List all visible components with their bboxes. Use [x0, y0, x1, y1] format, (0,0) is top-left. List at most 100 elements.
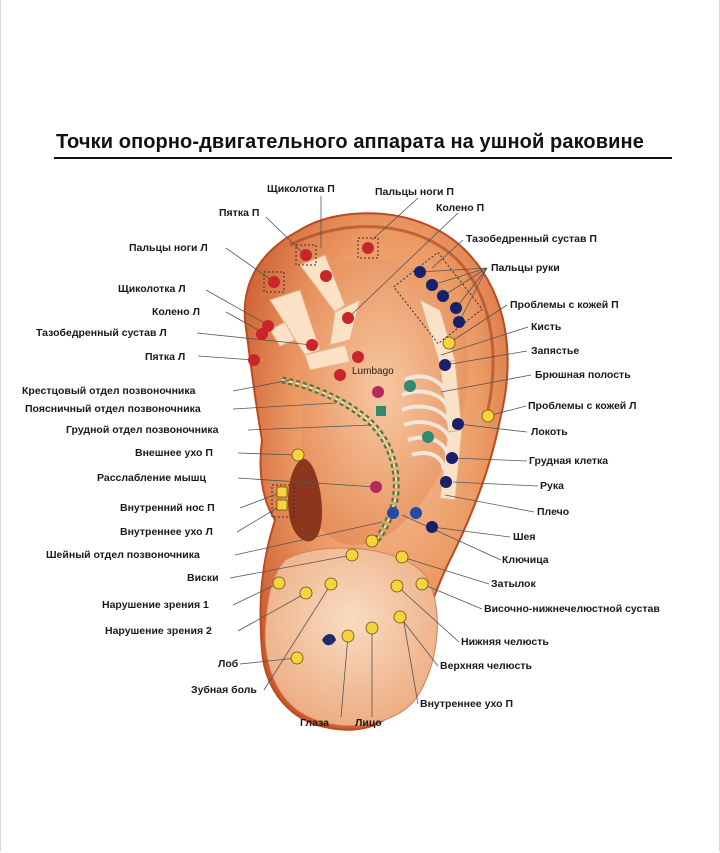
label-toes-r: Пальцы ноги П	[375, 186, 454, 198]
label-heel-l: Пятка Л	[145, 351, 185, 363]
label-sacral: Крестцовый отдел позвоночника	[22, 385, 196, 397]
point-toothache	[324, 577, 338, 591]
point-vision-1	[272, 576, 286, 590]
point-vision-2	[299, 586, 313, 600]
label-toothache: Зубная боль	[191, 684, 257, 696]
point-finger-3	[437, 290, 449, 302]
point-heel-r	[320, 270, 332, 282]
point-ankle-r	[300, 249, 312, 261]
label-arm: Рука	[540, 480, 564, 492]
label-inner-ear-r: Внутреннее ухо П	[420, 698, 513, 710]
label-lumbar: Поясничный отдел позвоночника	[25, 403, 201, 415]
point-face	[365, 621, 379, 635]
point-finger-5	[453, 316, 465, 328]
label-eyes: Глаза	[300, 717, 329, 729]
point-sacral	[372, 386, 384, 398]
leader-lines	[196, 196, 539, 718]
label-temples: Виски	[187, 572, 219, 584]
labels-right: Тазобедренный сустав П Пальцы руки Пробл…	[420, 233, 660, 710]
label-outer-ear-r: Внешнее ухо П	[135, 447, 213, 459]
label-inner-nose-r: Внутренний нос П	[120, 502, 215, 514]
point-neck	[387, 507, 399, 519]
label-ankle-l: Щиколотка Л	[118, 283, 186, 295]
label-thoracic: Грудной отдел позвоночника	[66, 424, 219, 436]
point-wrist	[439, 359, 451, 371]
point-shoulder	[410, 507, 422, 519]
label-skin-l: Проблемы с кожей Л	[528, 400, 637, 412]
label-lower-jaw: Нижняя челюсть	[461, 636, 549, 648]
point-forehead	[290, 651, 304, 665]
labels-bottom: Глаза Лицо	[300, 717, 382, 729]
point-lumbar	[376, 406, 386, 416]
label-elbow: Локоть	[531, 426, 568, 438]
label-face: Лицо	[355, 717, 382, 729]
acupoints	[248, 242, 495, 665]
point-skin-l	[481, 409, 495, 423]
label-hip-l: Тазобедренный сустав Л	[36, 327, 167, 339]
point-eyes	[341, 629, 355, 643]
label-skin-r: Проблемы с кожей П	[510, 299, 619, 311]
ear-canal	[288, 458, 322, 542]
point-knee-r	[342, 312, 354, 324]
label-muscle-relax: Расслабление мышц	[97, 472, 207, 484]
point-knee-l	[256, 328, 268, 340]
title-underline	[54, 157, 672, 159]
label-hand: Кисть	[531, 321, 562, 333]
spine-highlight	[281, 379, 398, 546]
label-vision-2: Нарушение зрения 2	[105, 625, 212, 637]
label-ankle-r: Щиколотка П	[267, 183, 335, 195]
point-toes-l	[268, 276, 280, 288]
point-lumbago-2	[334, 369, 346, 381]
helix-ridge	[289, 225, 495, 411]
point-occiput	[395, 550, 409, 564]
point-heel-l	[248, 354, 260, 366]
lumbago-label: Lumbago	[352, 366, 394, 377]
label-knee-l: Колено Л	[152, 306, 200, 318]
label-occiput: Затылок	[491, 578, 536, 590]
point-cervical	[365, 534, 379, 548]
point-elbow	[452, 418, 464, 430]
page-title: Точки опорно-двигательного аппарата на у…	[56, 131, 644, 153]
point-clavicle	[426, 521, 438, 533]
point-finger-1	[414, 266, 426, 278]
label-heel-r: Пятка П	[219, 207, 259, 219]
point-arm	[440, 476, 452, 488]
leg-skeleton	[269, 254, 361, 371]
point-tmj	[415, 577, 429, 591]
label-fingers: Пальцы руки	[491, 262, 560, 274]
label-tmj: Височно-нижнечелюстной сустав	[484, 603, 660, 615]
lobe-mark	[322, 634, 336, 646]
label-abdomen: Брюшная полость	[535, 369, 631, 381]
label-clavicle: Ключица	[502, 554, 549, 566]
label-wrist: Запястье	[531, 345, 579, 357]
label-knee-r: Колено П	[436, 202, 484, 214]
labels-top: Щиколотка П Пальцы ноги П Колено П Пятка…	[219, 183, 484, 219]
point-inner-nose	[276, 486, 288, 498]
labels-left: Пальцы ноги Л Щиколотка Л Колено Л Тазоб…	[22, 242, 257, 696]
label-forehead: Лоб	[218, 658, 239, 670]
label-vision-1: Нарушение зрения 1	[102, 599, 209, 611]
label-hip-r: Тазобедренный сустав П	[466, 233, 597, 245]
point-muscle-relax	[370, 481, 382, 493]
point-thoracic-a	[404, 380, 416, 392]
point-lower-jaw	[390, 579, 404, 593]
label-chest: Грудная клетка	[529, 455, 608, 467]
label-neck: Шея	[513, 531, 536, 543]
ribcage	[401, 374, 452, 471]
point-upper-jaw	[393, 610, 407, 624]
point-outer-ear-r	[291, 448, 305, 462]
point-hand	[442, 336, 456, 350]
label-inner-ear-l: Внутреннее ухо Л	[120, 526, 213, 538]
point-finger-2	[426, 279, 438, 291]
point-thoracic-b	[422, 431, 434, 443]
label-toes-l: Пальцы ноги Л	[129, 242, 208, 254]
point-temples	[345, 548, 359, 562]
label-cervical: Шейный отдел позвоночника	[46, 549, 200, 561]
point-lumbago	[352, 351, 364, 363]
point-finger-4	[450, 302, 462, 314]
label-upper-jaw: Верхняя челюсть	[440, 660, 532, 672]
point-chest	[446, 452, 458, 464]
point-hip-l	[306, 339, 318, 351]
label-shoulder: Плечо	[537, 506, 569, 518]
